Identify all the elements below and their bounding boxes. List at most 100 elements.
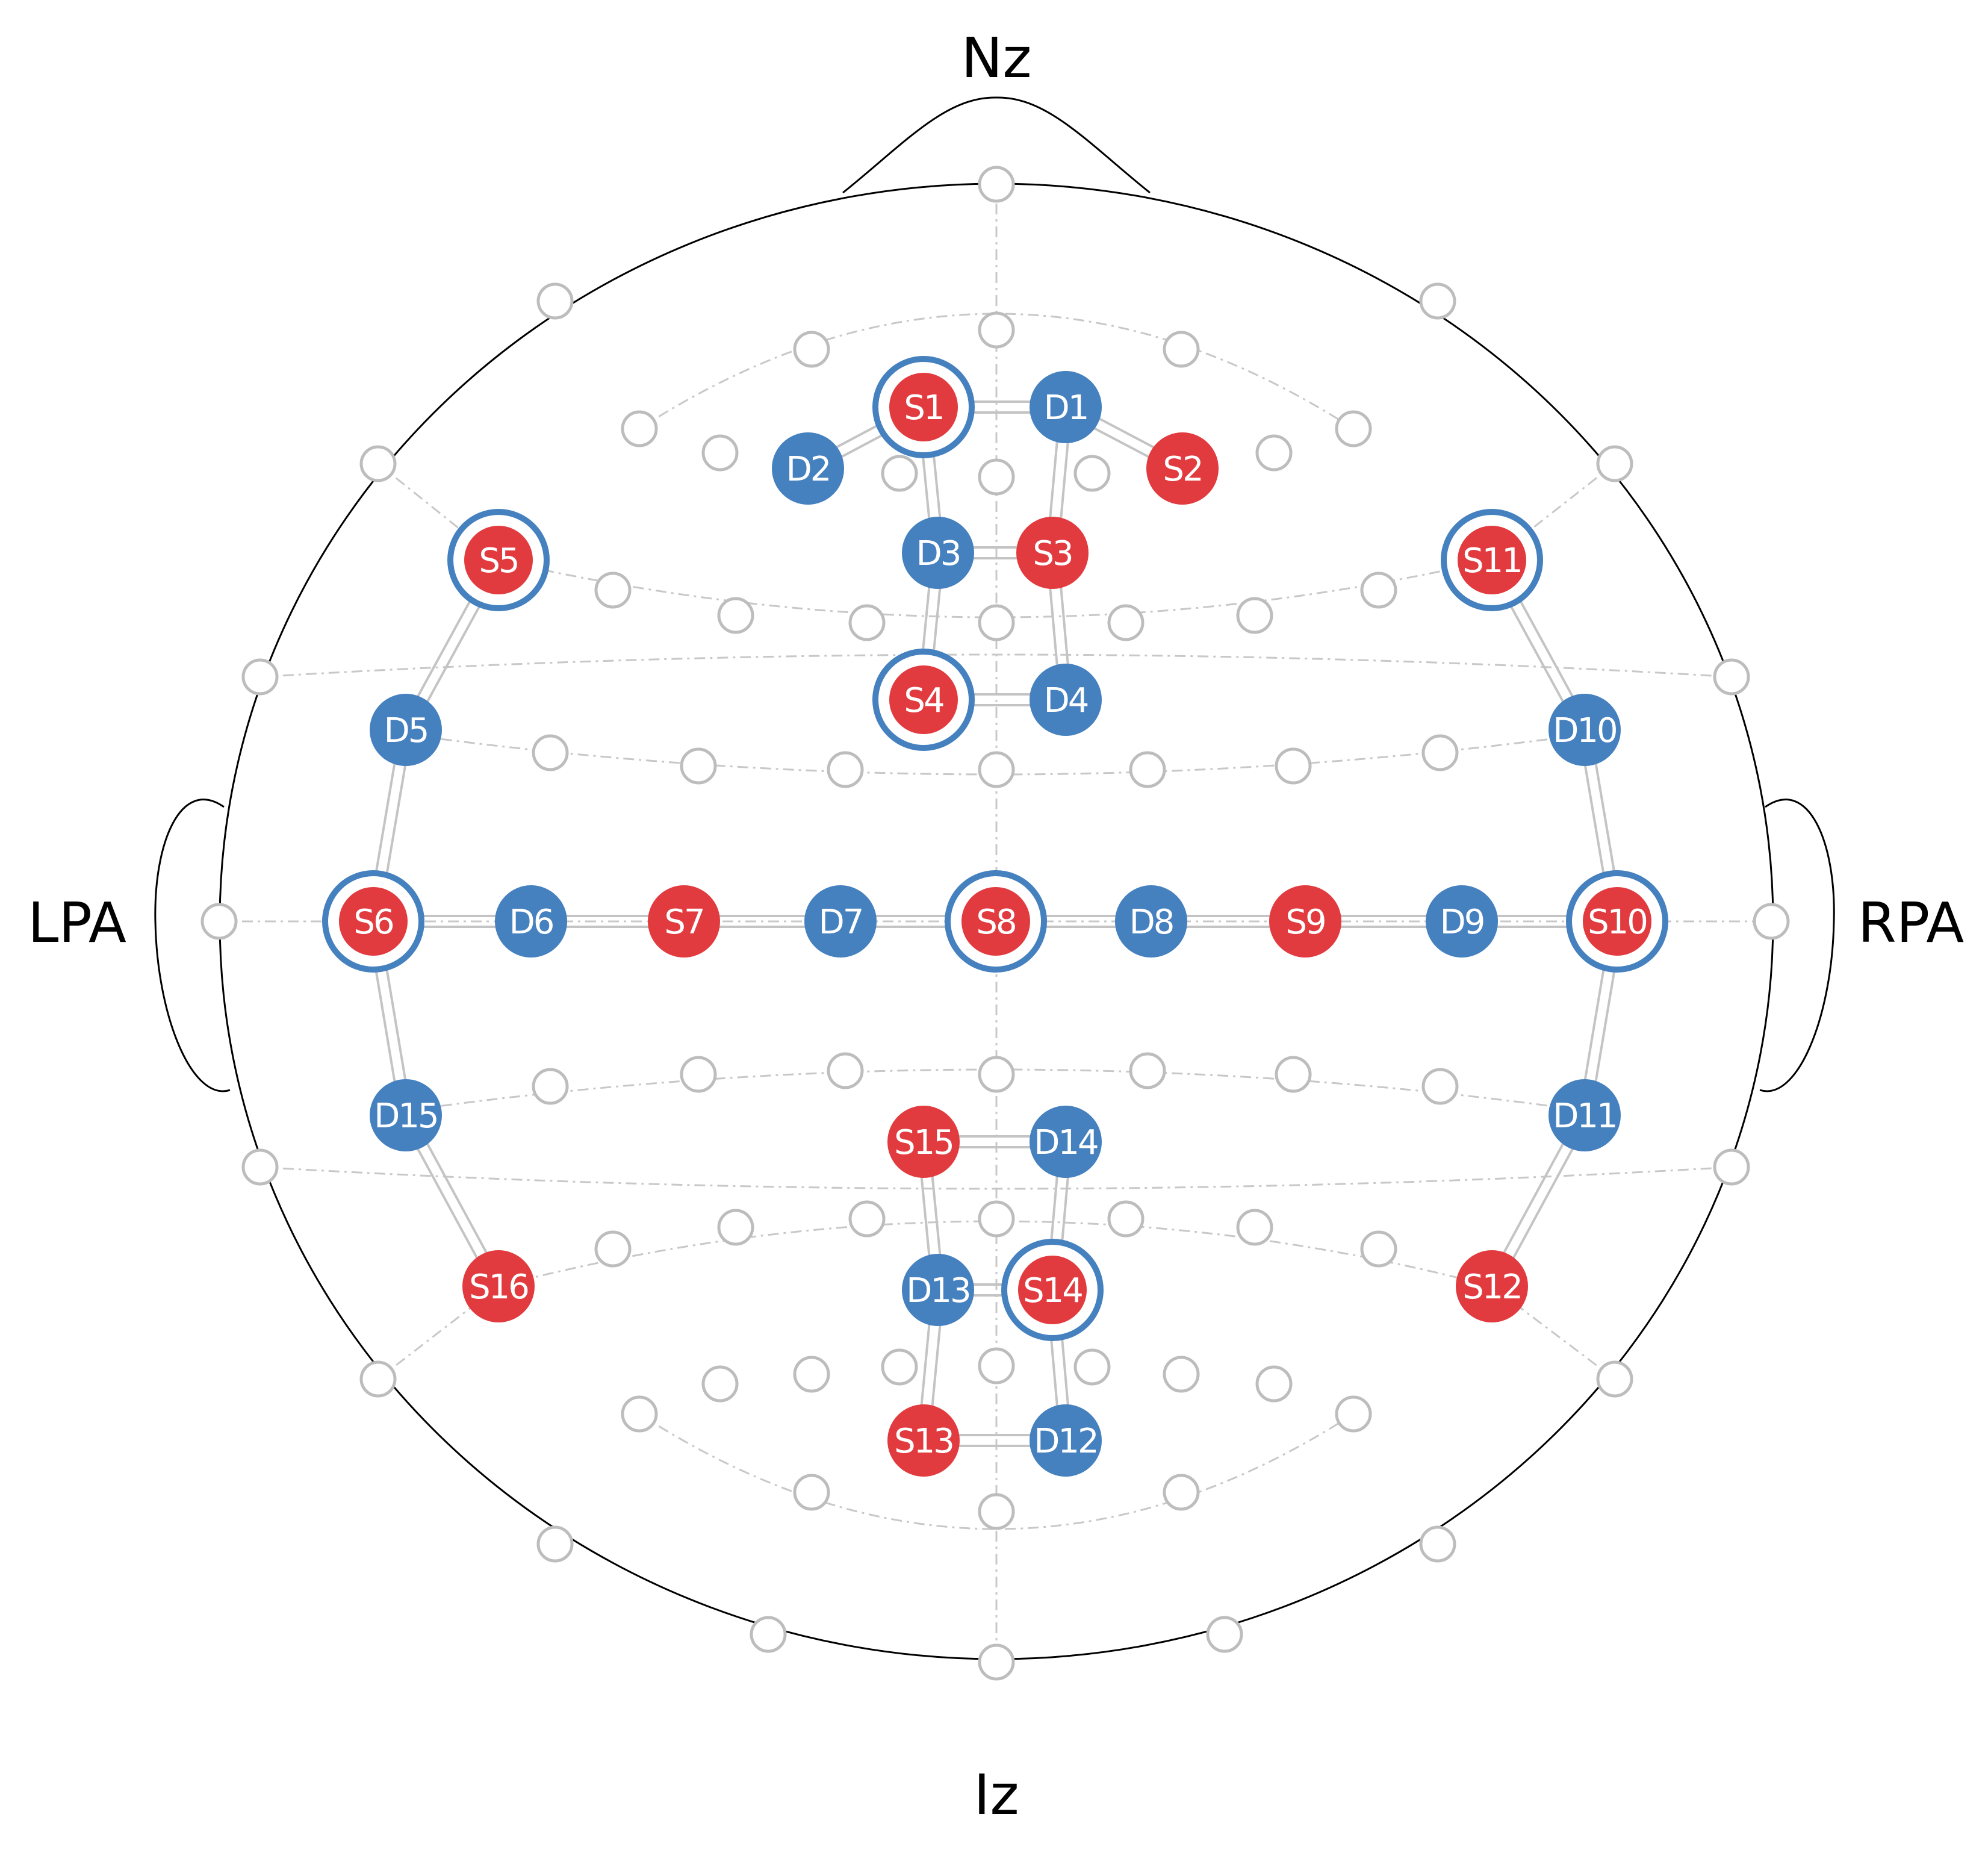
source-marker [1454, 522, 1530, 598]
source-label: S4 [904, 681, 943, 720]
empty-position [978, 1347, 1015, 1384]
landmark-rpa: RPA [1858, 891, 1965, 955]
source-marker [887, 1404, 960, 1477]
detector-d9: D9 [1426, 885, 1498, 958]
detector-label: D12 [1034, 1422, 1097, 1461]
empty-position [701, 1365, 739, 1403]
posterior-arc-guide [639, 1413, 1354, 1530]
source-s13: S13 [887, 1404, 960, 1477]
empty-position [1335, 1395, 1372, 1433]
detector-d11: D11 [1548, 1079, 1621, 1151]
source-label: S10 [1588, 903, 1647, 942]
empty-position [1236, 597, 1273, 634]
detector-label: D1 [1044, 388, 1088, 428]
detector-label: D8 [1129, 903, 1173, 942]
detector-marker [1115, 885, 1187, 958]
source-marker [1269, 885, 1341, 958]
source-s6: S6 [322, 870, 424, 973]
detector-marker [772, 432, 844, 505]
empty-position [1163, 1356, 1200, 1393]
empty-position [1163, 331, 1200, 368]
empty-position [1421, 734, 1459, 771]
source-label: S8 [976, 903, 1015, 942]
empty-position [1360, 571, 1397, 609]
source-s8: S8 [945, 870, 1047, 973]
empty-position [827, 751, 864, 788]
source-s9: S9 [1269, 885, 1341, 958]
source-marker [887, 1106, 960, 1178]
empty-position [978, 1200, 1015, 1238]
empty-position [359, 1360, 397, 1398]
empty-position [1107, 1200, 1145, 1238]
detector-marker [1548, 1079, 1621, 1151]
source-marker [958, 883, 1034, 959]
detector-d8: D8 [1115, 885, 1187, 958]
source-label: S7 [664, 903, 703, 942]
empty-position [793, 1474, 830, 1511]
detector-d4: D4 [1030, 664, 1102, 736]
detector-label: D15 [374, 1097, 437, 1136]
source-label: S9 [1285, 903, 1325, 942]
detector-marker [1030, 371, 1102, 443]
empty-position [532, 734, 569, 771]
empty-position [1421, 1068, 1459, 1105]
detector-label: D7 [819, 903, 863, 942]
empty-position [1255, 434, 1293, 472]
empty-position [241, 658, 279, 696]
empty-position [978, 1493, 1015, 1530]
landmark-lpa: LPA [28, 891, 126, 955]
empty-position [848, 604, 886, 641]
source-marker [335, 883, 411, 959]
empty-position [793, 331, 830, 368]
empty-positions [200, 166, 1790, 1681]
detector-d14: D14 [1030, 1106, 1102, 1178]
empty-position [978, 166, 1015, 203]
source-s3: S3 [1016, 517, 1089, 589]
detector-d5: D5 [370, 694, 442, 766]
empty-position [1107, 604, 1145, 641]
detector-d7: D7 [804, 885, 877, 958]
source-s11: S11 [1441, 509, 1543, 611]
detector-label: D14 [1034, 1123, 1098, 1162]
detector-marker [1426, 885, 1498, 958]
detector-d13: D13 [902, 1254, 974, 1326]
source-s10: S10 [1566, 870, 1668, 973]
empty-position [1236, 1209, 1273, 1246]
source-marker [648, 885, 720, 958]
source-s16: S16 [462, 1250, 535, 1322]
detector-label: D3 [916, 534, 960, 573]
right-ear-outline [1759, 799, 1835, 1092]
empty-position [536, 1525, 574, 1563]
empty-position [881, 1348, 918, 1386]
empty-position [1419, 1525, 1456, 1563]
empty-position [978, 604, 1015, 641]
empty-position [1335, 410, 1372, 447]
detector-d10: D10 [1548, 694, 1621, 766]
empty-position [1596, 445, 1633, 482]
empty-position [827, 1052, 864, 1089]
source-label: S14 [1023, 1271, 1082, 1310]
empty-position [241, 1148, 279, 1186]
prefrontal-arc-guide [639, 313, 1354, 430]
source-marker [1014, 1252, 1090, 1328]
empty-position [1129, 751, 1166, 788]
source-marker [1579, 883, 1655, 959]
empty-position [978, 458, 1015, 496]
empty-position [621, 1395, 658, 1433]
source-label: S2 [1163, 450, 1202, 489]
source-s15: S15 [887, 1106, 960, 1178]
empty-position [1255, 1365, 1293, 1403]
empty-position [793, 1356, 830, 1393]
detector-d3: D3 [902, 517, 974, 589]
empty-position [1596, 1360, 1633, 1398]
empty-position [1419, 282, 1456, 320]
source-s4: S4 [872, 649, 975, 751]
empty-position [1163, 1474, 1200, 1511]
source-marker [1456, 1250, 1528, 1322]
empty-position [1713, 1148, 1750, 1186]
empty-position [594, 571, 632, 609]
empty-position [1360, 1230, 1397, 1268]
empty-position [881, 455, 918, 492]
source-s14: S14 [1001, 1239, 1104, 1341]
